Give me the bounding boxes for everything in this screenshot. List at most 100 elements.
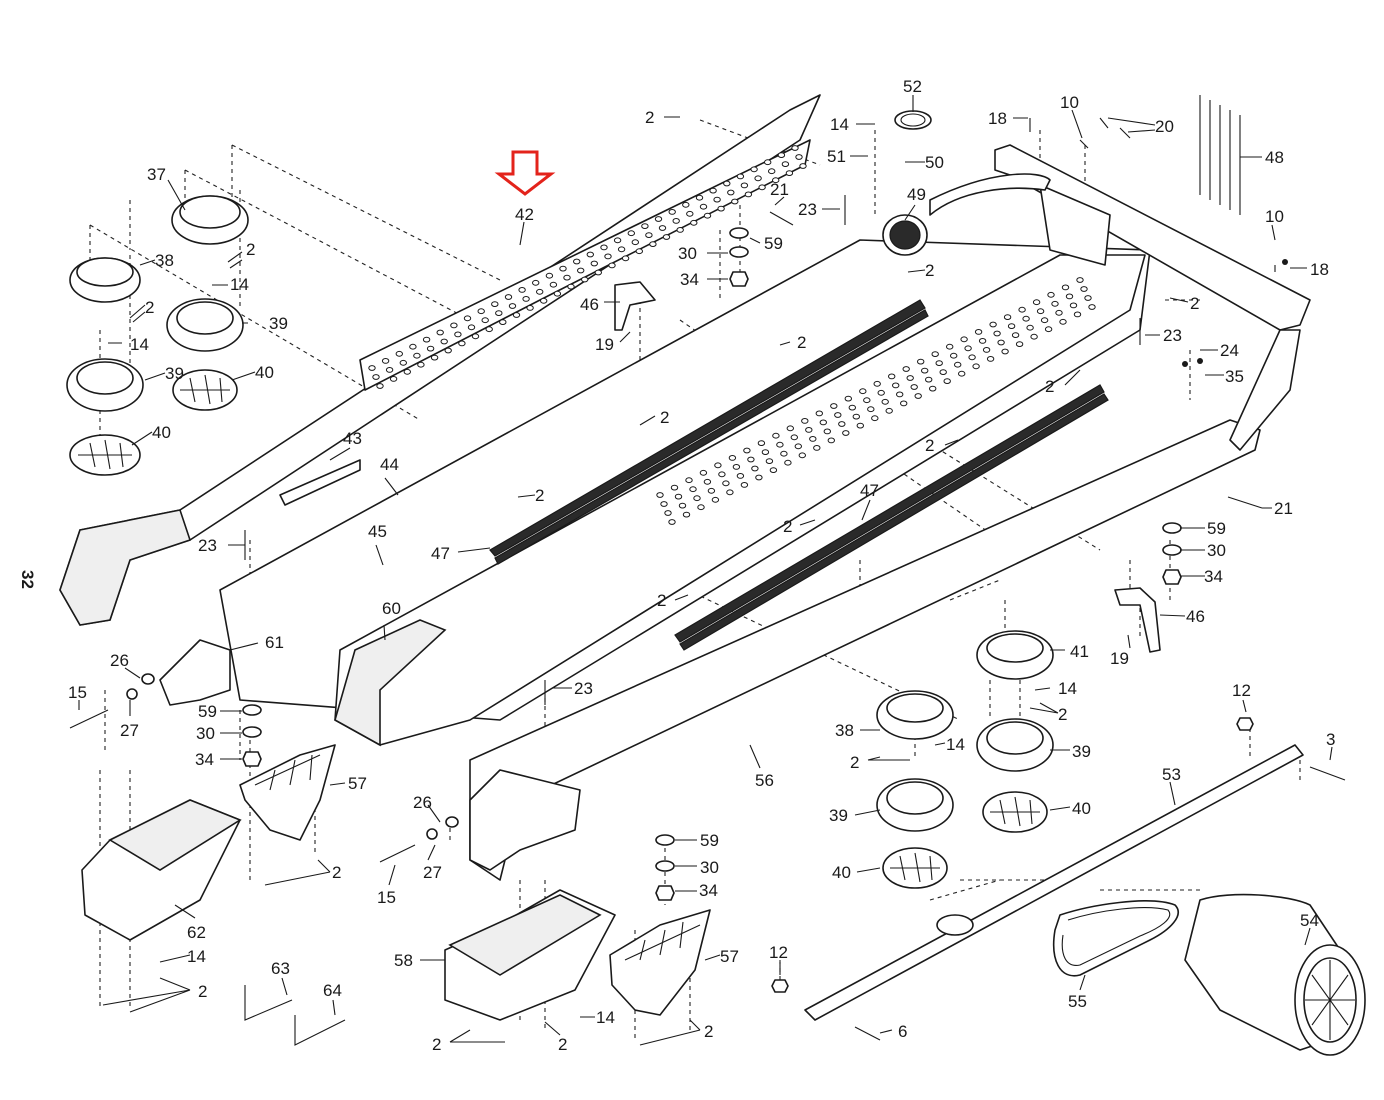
- perforation-hole: [731, 198, 739, 205]
- perforation-hole: [1032, 299, 1041, 306]
- rear-right-bracket: [469, 769, 581, 871]
- perforation-hole: [791, 145, 799, 151]
- callout-19: 19: [1110, 649, 1129, 668]
- callout-40: 40: [832, 863, 851, 882]
- perforation-hole: [399, 359, 407, 366]
- perforation-hole: [436, 329, 444, 336]
- perforation-hole: [777, 152, 786, 159]
- callout-34: 34: [680, 270, 699, 289]
- perforation-hole: [873, 380, 881, 387]
- perforation-hole: [856, 422, 864, 429]
- perforation-hole: [813, 445, 821, 451]
- perforation-hole: [395, 350, 403, 357]
- perforation-hole: [950, 352, 958, 359]
- perforation-hole: [1030, 333, 1038, 340]
- callout-6: 6: [898, 1022, 907, 1041]
- callout-12: 12: [769, 943, 788, 962]
- rail-perforations: [368, 145, 1096, 525]
- perforation-hole: [604, 253, 612, 260]
- bracket-46b: [1114, 587, 1161, 653]
- callout-2: 2: [198, 982, 207, 1001]
- perforation-hole: [518, 287, 526, 293]
- perforation-hole: [989, 321, 997, 328]
- callout-50: 50: [925, 153, 944, 172]
- upright-crossbar: [994, 144, 1311, 331]
- perforation-hole: [532, 279, 540, 286]
- callout-26: 26: [110, 651, 129, 670]
- callout-2: 2: [432, 1035, 441, 1054]
- perforation-hole: [972, 363, 980, 370]
- perforation-hole: [914, 393, 922, 399]
- front-left-bracket: [159, 639, 231, 706]
- perforation-hole: [978, 338, 987, 344]
- perforation-hole: [1007, 323, 1016, 330]
- perforation-hole: [758, 184, 766, 191]
- perforation-hole: [682, 511, 691, 518]
- motor-hood-60: [334, 619, 447, 747]
- perforation-hole: [871, 415, 879, 422]
- callout-47: 47: [431, 544, 450, 563]
- perforation-hole: [723, 180, 731, 187]
- perforation-hole: [974, 329, 983, 335]
- callout-39: 39: [1072, 742, 1091, 761]
- callout-3: 3: [1326, 730, 1335, 749]
- perforation-hole: [1076, 277, 1084, 283]
- perforation-hole: [815, 410, 823, 417]
- perforation-hole: [689, 486, 697, 493]
- callout-14: 14: [230, 275, 249, 294]
- perforation-hole: [656, 492, 664, 498]
- perforation-hole: [471, 333, 480, 340]
- callout-34: 34: [195, 750, 214, 769]
- perforation-hole: [549, 281, 558, 288]
- callout-61: 61: [265, 633, 284, 652]
- perforation-hole: [444, 347, 452, 354]
- rear-roller-53: [804, 744, 1304, 1021]
- perforation-hole: [617, 246, 626, 253]
- perforation-hole: [645, 232, 653, 239]
- perforation-hole: [385, 367, 394, 373]
- motor-assembly: [804, 95, 1366, 1056]
- perforation-hole: [740, 182, 749, 189]
- callout-2: 2: [645, 108, 654, 127]
- perforation-hole: [781, 161, 790, 168]
- callout-2: 2: [246, 240, 255, 259]
- callout-55: 55: [1068, 992, 1087, 1011]
- callout-45: 45: [368, 522, 387, 541]
- perforation-hole: [654, 216, 663, 222]
- decal-43: [279, 459, 361, 506]
- perforation-hole: [764, 159, 772, 166]
- perforation-hole: [997, 339, 1005, 346]
- perforation-hole: [458, 340, 466, 347]
- perforation-hole: [776, 441, 784, 448]
- perforation-hole: [1011, 332, 1020, 339]
- perforation-hole: [713, 196, 721, 203]
- callout-leaders: [78, 95, 1333, 1046]
- perforation-hole: [685, 477, 693, 484]
- perforation-hole: [844, 395, 852, 402]
- perforation-hole: [960, 336, 968, 343]
- perforation-hole: [902, 366, 910, 372]
- perforation-hole: [699, 469, 708, 476]
- perforation-hole: [1080, 286, 1088, 292]
- perforation-hole: [935, 360, 943, 367]
- callout-47: 47: [860, 481, 879, 500]
- callout-57: 57: [348, 774, 367, 793]
- callout-15: 15: [377, 888, 396, 907]
- covers: [81, 281, 1161, 1046]
- perforation-hole: [581, 276, 589, 283]
- perforation-hole: [906, 375, 914, 381]
- callout-27: 27: [120, 721, 139, 740]
- perforation-hole: [627, 230, 635, 237]
- perforation-hole: [750, 166, 758, 173]
- perforation-hole: [743, 447, 751, 454]
- perforation-hole: [768, 168, 776, 175]
- perforation-hole: [769, 467, 778, 474]
- callout-54: 54: [1300, 911, 1319, 930]
- perforation-hole: [608, 262, 616, 269]
- perforation-hole: [736, 173, 745, 180]
- perforation-hole: [751, 465, 759, 472]
- perforation-hole: [848, 404, 856, 411]
- perforation-hole: [885, 407, 893, 414]
- callout-2: 2: [925, 261, 934, 280]
- perforation-hole: [755, 474, 763, 481]
